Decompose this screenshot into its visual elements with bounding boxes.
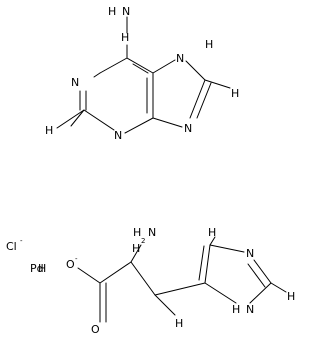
bond — [185, 60, 206, 81]
bond — [247, 263, 266, 288]
bond — [99, 261, 132, 284]
atom-label: H — [133, 226, 141, 239]
bond — [152, 59, 176, 74]
bond — [99, 57, 128, 74]
bond — [126, 57, 154, 74]
charge-label: - — [75, 255, 78, 263]
bond — [198, 245, 205, 281]
ion-group: Cl - Pd H — [6, 237, 46, 275]
bond — [124, 117, 154, 134]
bond — [154, 282, 206, 296]
bond — [93, 72, 101, 78]
adenine-molecule: H N H N H N N H H N — [45, 5, 239, 142]
structure-diagram: H N H N H N N H H N Cl - Pd — [6, 5, 295, 336]
atom-label: O — [66, 258, 75, 271]
atom-label: N — [71, 76, 79, 89]
atom-label: N — [114, 129, 122, 142]
atom-label: N — [148, 226, 156, 239]
atom-label: H — [208, 226, 216, 239]
atom-label: H — [231, 87, 239, 100]
bond — [77, 267, 101, 284]
bond — [70, 109, 85, 127]
atom-label: N — [246, 303, 254, 316]
bond — [204, 79, 231, 89]
atom-label: H — [45, 124, 53, 137]
bond — [152, 117, 183, 128]
bond — [130, 261, 156, 296]
histidine-molecule: H 2 N O - O H H H N H H N — [66, 226, 295, 336]
bond — [249, 282, 272, 304]
bond — [253, 259, 272, 284]
bond — [209, 244, 245, 253]
charge-label: - — [20, 237, 23, 245]
bond — [270, 282, 287, 293]
atom-label: N — [184, 122, 192, 135]
bond — [132, 63, 149, 74]
bond — [204, 244, 211, 284]
atom-label: N — [176, 52, 184, 65]
chloride-ion: Cl — [6, 240, 17, 253]
bond — [130, 244, 142, 263]
bond — [83, 109, 115, 131]
atom-label: H — [132, 242, 140, 255]
atom-label: H — [108, 5, 116, 18]
atom-label: N — [246, 247, 254, 260]
bond — [56, 109, 85, 129]
bond — [154, 294, 176, 316]
subscript-label: 2 — [141, 237, 145, 245]
atom-label: H — [232, 303, 240, 316]
metal-overlap-label: H — [38, 262, 46, 275]
bond — [189, 79, 206, 119]
atom-label: H — [175, 317, 183, 330]
bond — [196, 82, 212, 119]
atom-label: H — [287, 290, 295, 303]
atom-label: O — [91, 323, 100, 336]
atom-label: N — [122, 5, 130, 18]
bond — [209, 236, 216, 246]
atom-label: H — [205, 38, 213, 51]
metal-ion: Pd — [30, 262, 44, 275]
bond — [204, 282, 237, 304]
atom-label: H — [121, 31, 129, 44]
